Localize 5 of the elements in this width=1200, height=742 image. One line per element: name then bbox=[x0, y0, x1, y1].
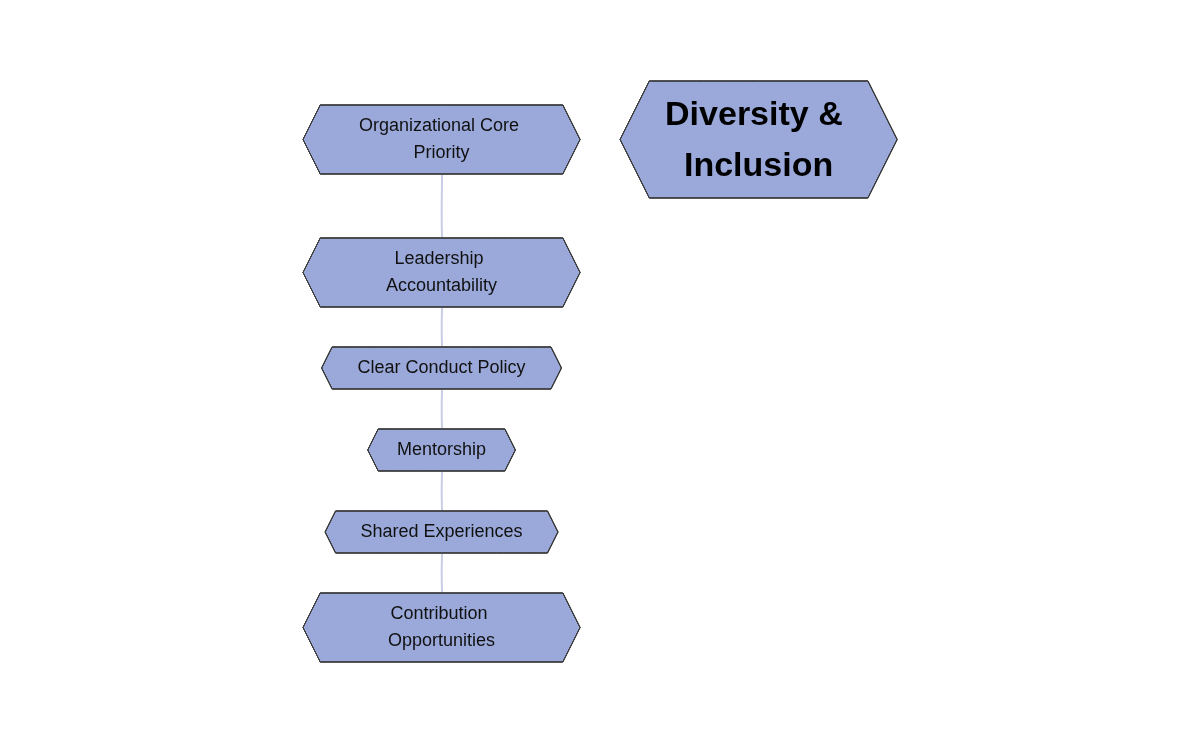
connector bbox=[440, 552, 443, 594]
connector bbox=[440, 388, 443, 430]
connector bbox=[440, 306, 443, 348]
connector bbox=[440, 173, 443, 239]
connector bbox=[440, 470, 443, 512]
